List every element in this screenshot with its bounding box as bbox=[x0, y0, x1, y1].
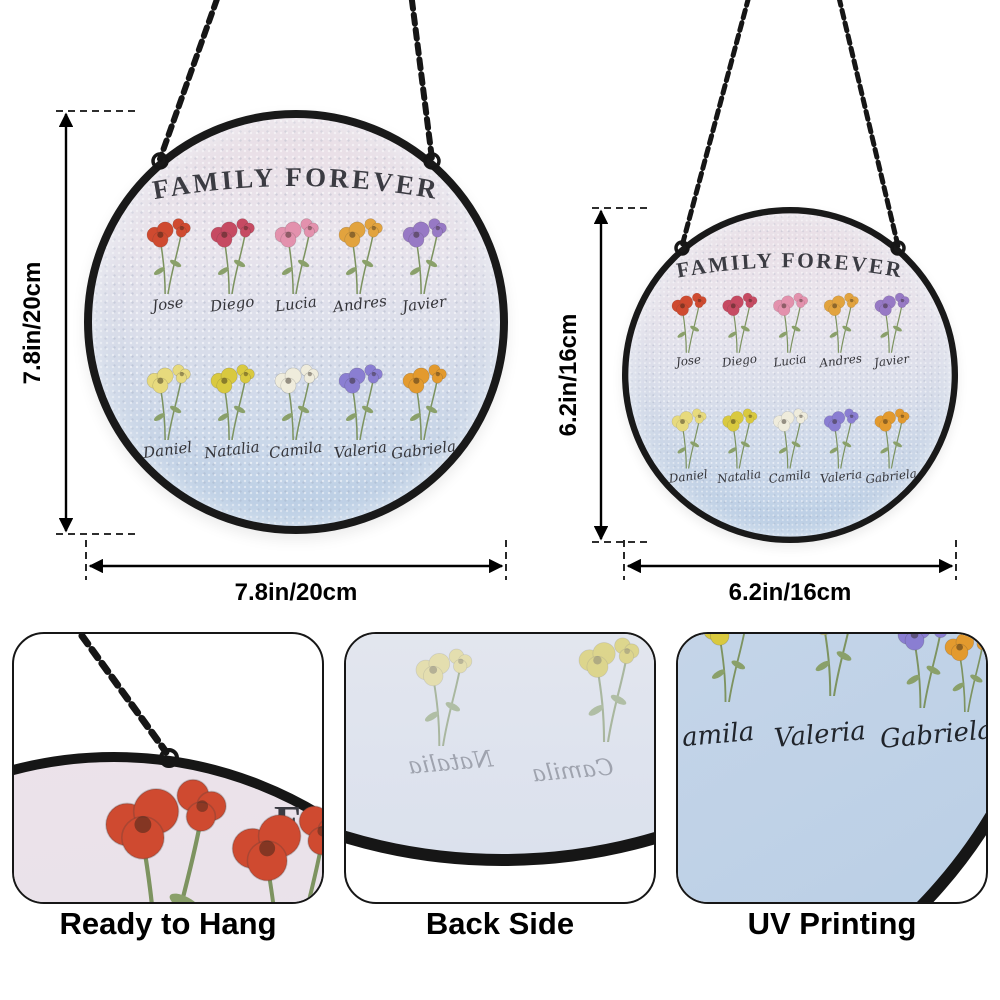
birth-flower-icon bbox=[331, 210, 389, 294]
flower: Camila bbox=[765, 402, 814, 487]
flower: Natalia bbox=[715, 402, 764, 487]
suncatcher-small: FAMILY FOREVER Jose Diego Lucia bbox=[622, 207, 959, 544]
birth-flower-icon bbox=[868, 402, 914, 469]
flower: Camila bbox=[265, 356, 327, 463]
feature-card-ready-to-hang: F bbox=[12, 632, 324, 904]
flower: Jose bbox=[664, 286, 713, 370]
flower-row-2: Daniel Natalia Camila Valeria bbox=[628, 402, 951, 487]
flower-name: Valeria bbox=[819, 466, 863, 487]
birth-flower-icon bbox=[767, 286, 813, 353]
birth-flower-icon bbox=[203, 356, 261, 440]
suncatcher-large: FAMILY FOREVER Jose Diego Lucia Andres bbox=[84, 110, 508, 534]
uv-printed-name: amila bbox=[680, 716, 756, 754]
flower: Lucia bbox=[765, 286, 814, 370]
birth-flower-icon bbox=[666, 286, 712, 353]
title-text: FAMILY FOREVER bbox=[150, 162, 438, 205]
flower-name: Natalia bbox=[203, 437, 261, 463]
flower-row-2: Daniel Natalia Camila Valeria Gabriela bbox=[92, 356, 500, 463]
flower-name: Camila bbox=[768, 466, 812, 487]
flower-name: Javier bbox=[400, 292, 448, 316]
flower-row-1: Jose Diego Lucia Andres Javier bbox=[92, 210, 500, 317]
flower-name: Daniel bbox=[668, 466, 709, 486]
yellow-wildflower-icon bbox=[694, 632, 764, 702]
flower-name: Lucia bbox=[274, 292, 318, 316]
flower: Andres bbox=[329, 210, 391, 317]
dimension-label-height-small: 6.2in/16cm bbox=[555, 314, 582, 437]
detail-chain-icon bbox=[76, 634, 179, 768]
flower-name: Andres bbox=[818, 351, 863, 371]
dimension-label-width-small: 6.2in/16cm bbox=[729, 579, 852, 606]
flower: Gabriela bbox=[864, 402, 918, 487]
family-forever-title: FAMILY FOREVER bbox=[675, 248, 906, 282]
birth-flower-icon bbox=[868, 286, 914, 353]
dimension-arrow-height-large: 7.8in/20cm bbox=[19, 112, 74, 533]
flower: Valeria bbox=[816, 402, 865, 487]
flower-name: Camila bbox=[268, 437, 324, 463]
flower: Javier bbox=[393, 210, 455, 316]
flower-name: Natalia bbox=[716, 466, 763, 487]
birth-flower-icon bbox=[267, 210, 325, 294]
flower-name: Valeria bbox=[332, 437, 388, 463]
flower-name: Diego bbox=[720, 351, 758, 370]
svg-text:FAMILY FOREVER: FAMILY FOREVER bbox=[675, 248, 906, 282]
flower: Diego bbox=[201, 210, 263, 316]
flower: Andres bbox=[816, 286, 865, 371]
pale-yellow-flower-icon bbox=[796, 632, 872, 696]
feature-card-back-side: Natalia Camila bbox=[344, 632, 656, 904]
dimension-arrow-height-small: 6.2in/16cm bbox=[555, 209, 609, 541]
flower: Gabriela bbox=[391, 356, 457, 463]
feature-caption-uv-printing: UV Printing bbox=[747, 906, 917, 941]
birth-flower-icon bbox=[139, 210, 197, 294]
birth-flower-icon bbox=[395, 356, 453, 440]
feature-caption-back-side: Back Side bbox=[425, 906, 575, 941]
feature-caption-ready-to-hang: Ready to Hang bbox=[59, 906, 277, 941]
dimension-label-width-large: 7.8in/20cm bbox=[235, 579, 358, 606]
feature-card-uv-printing: amila Valeria Gabriela bbox=[676, 632, 988, 904]
flower-name: Gabriela bbox=[390, 437, 458, 463]
dimension-label-height-large: 7.8in/20cm bbox=[19, 262, 46, 385]
flower-name: Gabriela bbox=[864, 466, 918, 487]
flower-name: Diego bbox=[208, 292, 256, 316]
birth-flower-icon bbox=[203, 210, 261, 294]
birth-flower-icon bbox=[331, 356, 389, 440]
svg-text:FAMILY FOREVER: FAMILY FOREVER bbox=[150, 162, 441, 205]
faint-flower-icon bbox=[568, 632, 648, 742]
dimension-arrow-width-large: 7.8in/20cm bbox=[88, 558, 504, 606]
flower: Lucia bbox=[265, 210, 327, 316]
flower: Javier bbox=[867, 286, 916, 370]
birth-flower-icon bbox=[395, 210, 453, 294]
flower-name: Daniel bbox=[142, 438, 194, 462]
flower: Daniel bbox=[664, 402, 713, 486]
dimension-arrow-width-small: 6.2in/16cm bbox=[626, 558, 954, 606]
family-forever-title: FAMILY FOREVER bbox=[150, 162, 441, 205]
flower-name: Andres bbox=[332, 291, 388, 317]
glass-edge-detail bbox=[678, 634, 986, 902]
birth-flower-icon bbox=[767, 402, 813, 469]
flower-name: Lucia bbox=[772, 351, 808, 370]
flower: Daniel bbox=[137, 356, 199, 462]
birth-flower-icon bbox=[267, 356, 325, 440]
flower: Valeria bbox=[329, 356, 391, 463]
flower: Natalia bbox=[201, 356, 263, 462]
flower-name: Javier bbox=[873, 351, 910, 370]
title-text: FAMILY FOREVER bbox=[675, 248, 903, 282]
flower-row-1: Jose Diego Lucia Andres bbox=[628, 286, 951, 371]
faint-flower-icon bbox=[406, 638, 480, 746]
birth-flower-icon bbox=[666, 402, 712, 469]
birth-flower-icon bbox=[139, 356, 197, 440]
suncatcher-small-wrap: FAMILY FOREVER Jose Diego Lucia bbox=[622, 207, 959, 544]
birth-flower-icon bbox=[818, 286, 864, 353]
flower: Jose bbox=[137, 210, 199, 315]
birth-flower-icon bbox=[716, 286, 762, 353]
flower-name: Jose bbox=[151, 293, 185, 315]
marigold-icon bbox=[936, 632, 988, 712]
flower-name: Jose bbox=[675, 352, 702, 370]
flower: Diego bbox=[715, 286, 764, 370]
birth-flower-icon bbox=[716, 402, 762, 469]
birth-flower-icon bbox=[818, 402, 864, 469]
